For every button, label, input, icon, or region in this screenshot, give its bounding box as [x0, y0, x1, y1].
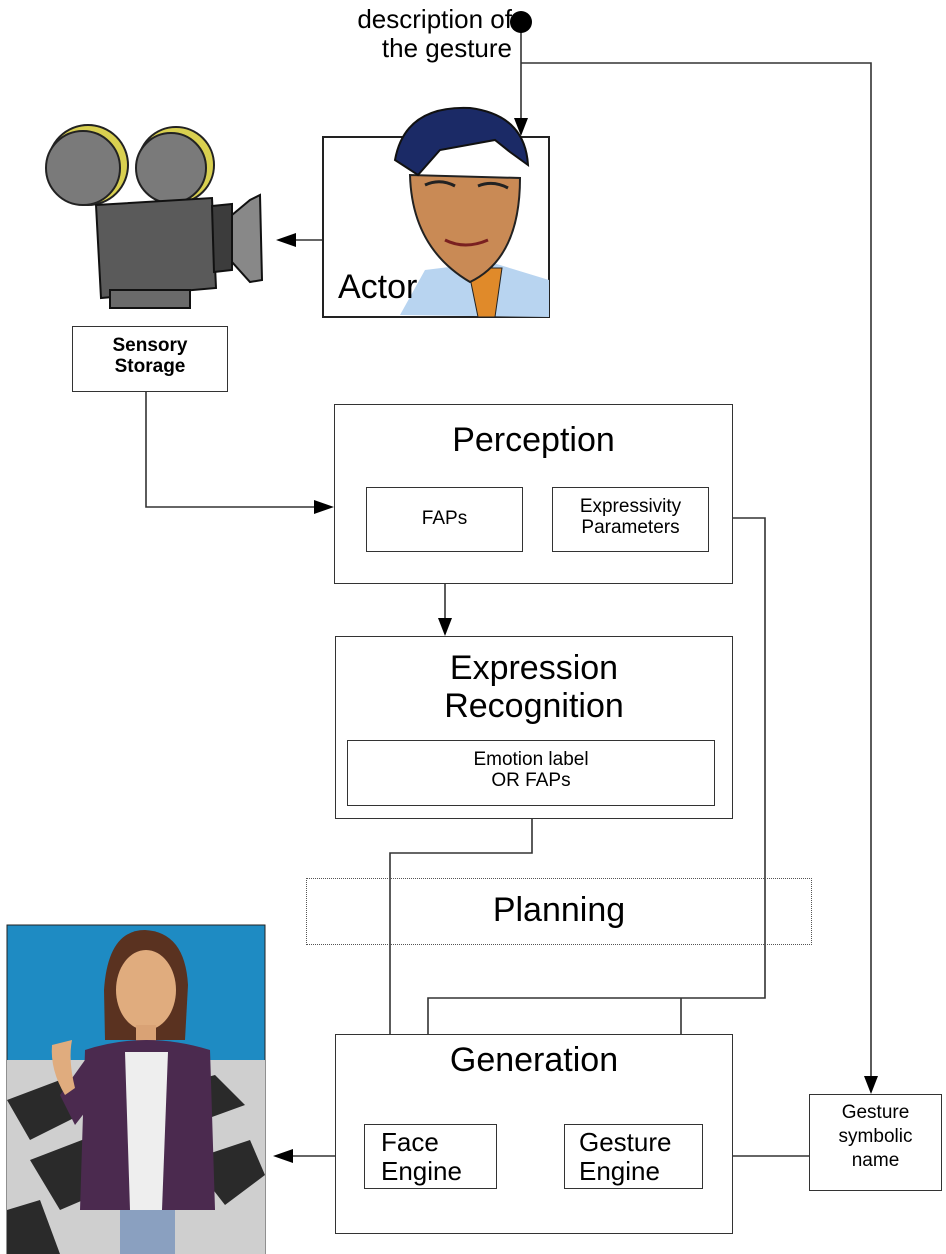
- sensory-storage-box: Sensory Storage: [72, 326, 228, 392]
- faps-label: FAPs: [421, 508, 468, 529]
- generation-title: Generation: [449, 1041, 619, 1079]
- expressivity-parameters-label: Expressivity Parameters: [579, 496, 682, 539]
- planning-box: Planning: [306, 878, 812, 945]
- arrowhead-avatar: [273, 1149, 293, 1163]
- face-engine-box: Face Engine: [364, 1124, 497, 1189]
- emotion-label-box: Emotion label OR FAPs: [347, 740, 715, 806]
- gesture-engine-box: Gesture Engine: [564, 1124, 703, 1189]
- expressivity-parameters-box: Expressivity Parameters: [552, 487, 709, 552]
- planning-label: Planning: [492, 891, 626, 929]
- avatar-illustration: [6, 924, 266, 1254]
- movie-camera-icon: [45, 124, 264, 309]
- start-dot: [510, 11, 532, 33]
- gesture-symbolic-name-box: Gesture symbolic name: [809, 1094, 942, 1191]
- face-engine-label: Face Engine: [381, 1127, 462, 1187]
- gesture-symbolic-name-label: Gesture symbolic name: [838, 1102, 913, 1171]
- actor-illustration: [322, 106, 550, 318]
- faps-box: FAPs: [366, 487, 523, 552]
- gesture-engine-label: Gesture Engine: [579, 1127, 672, 1187]
- arrowhead-gesture-name: [864, 1076, 878, 1094]
- emotion-label-text: Emotion label OR FAPs: [473, 749, 589, 792]
- arrowhead-expression: [438, 618, 452, 636]
- arrowhead-camera: [276, 233, 296, 247]
- expression-recognition-title: Expression Recognition: [444, 649, 624, 726]
- perception-title: Perception: [452, 421, 615, 459]
- gesture-description-label: description of the gesture: [357, 4, 512, 64]
- arrowhead-actor: [514, 118, 528, 136]
- actor-label: Actor: [338, 268, 418, 306]
- arrowhead-faps: [314, 500, 334, 514]
- sensory-storage-label: Sensory Storage: [112, 335, 188, 378]
